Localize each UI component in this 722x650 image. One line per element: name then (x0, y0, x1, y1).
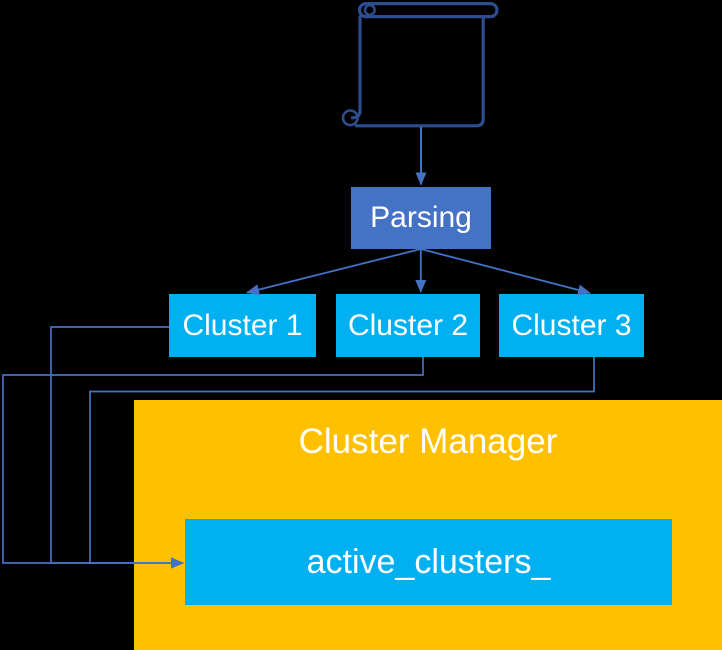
active-clusters-label: active_clusters_ (306, 542, 551, 581)
arrow-parsing-to-clusters (246, 248, 591, 296)
active-clusters-node: active_clusters_ (185, 519, 672, 605)
cluster-1-node: Cluster 1 (169, 294, 316, 357)
scroll-icon (341, 1, 499, 128)
cluster-1-label: Cluster 1 (182, 308, 303, 342)
parsing-node: Parsing (351, 187, 491, 249)
cluster-2-label: Cluster 2 (347, 308, 469, 342)
cluster-3-label: Cluster 3 (511, 308, 632, 342)
cluster-2-node: Cluster 2 (336, 294, 480, 357)
parsing-label: Parsing (370, 201, 472, 234)
cluster-manager-title: Cluster Manager (298, 422, 558, 461)
cluster-3-node: Cluster 3 (499, 294, 644, 357)
